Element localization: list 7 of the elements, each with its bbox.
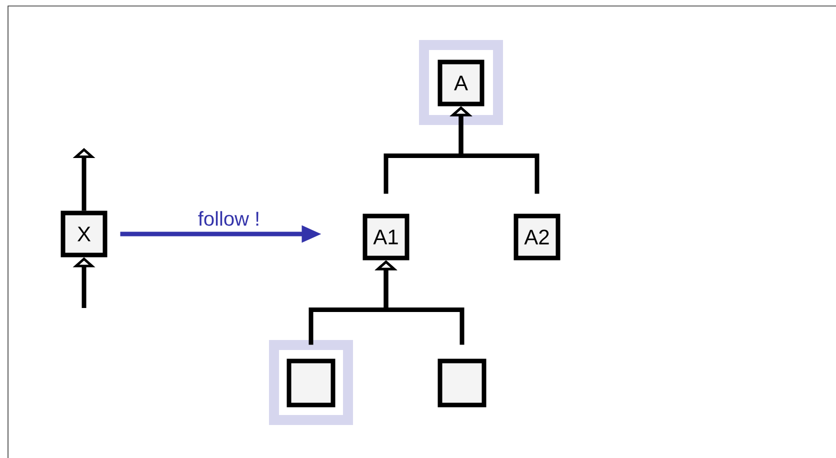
empty-box (438, 358, 486, 408)
empty-box (286, 358, 336, 408)
edge-label: follow ! (198, 211, 258, 226)
class-box: A1 (362, 214, 410, 260)
class-box: A (438, 60, 484, 106)
class-box: A2 (514, 214, 560, 260)
class-box: X (60, 210, 108, 258)
